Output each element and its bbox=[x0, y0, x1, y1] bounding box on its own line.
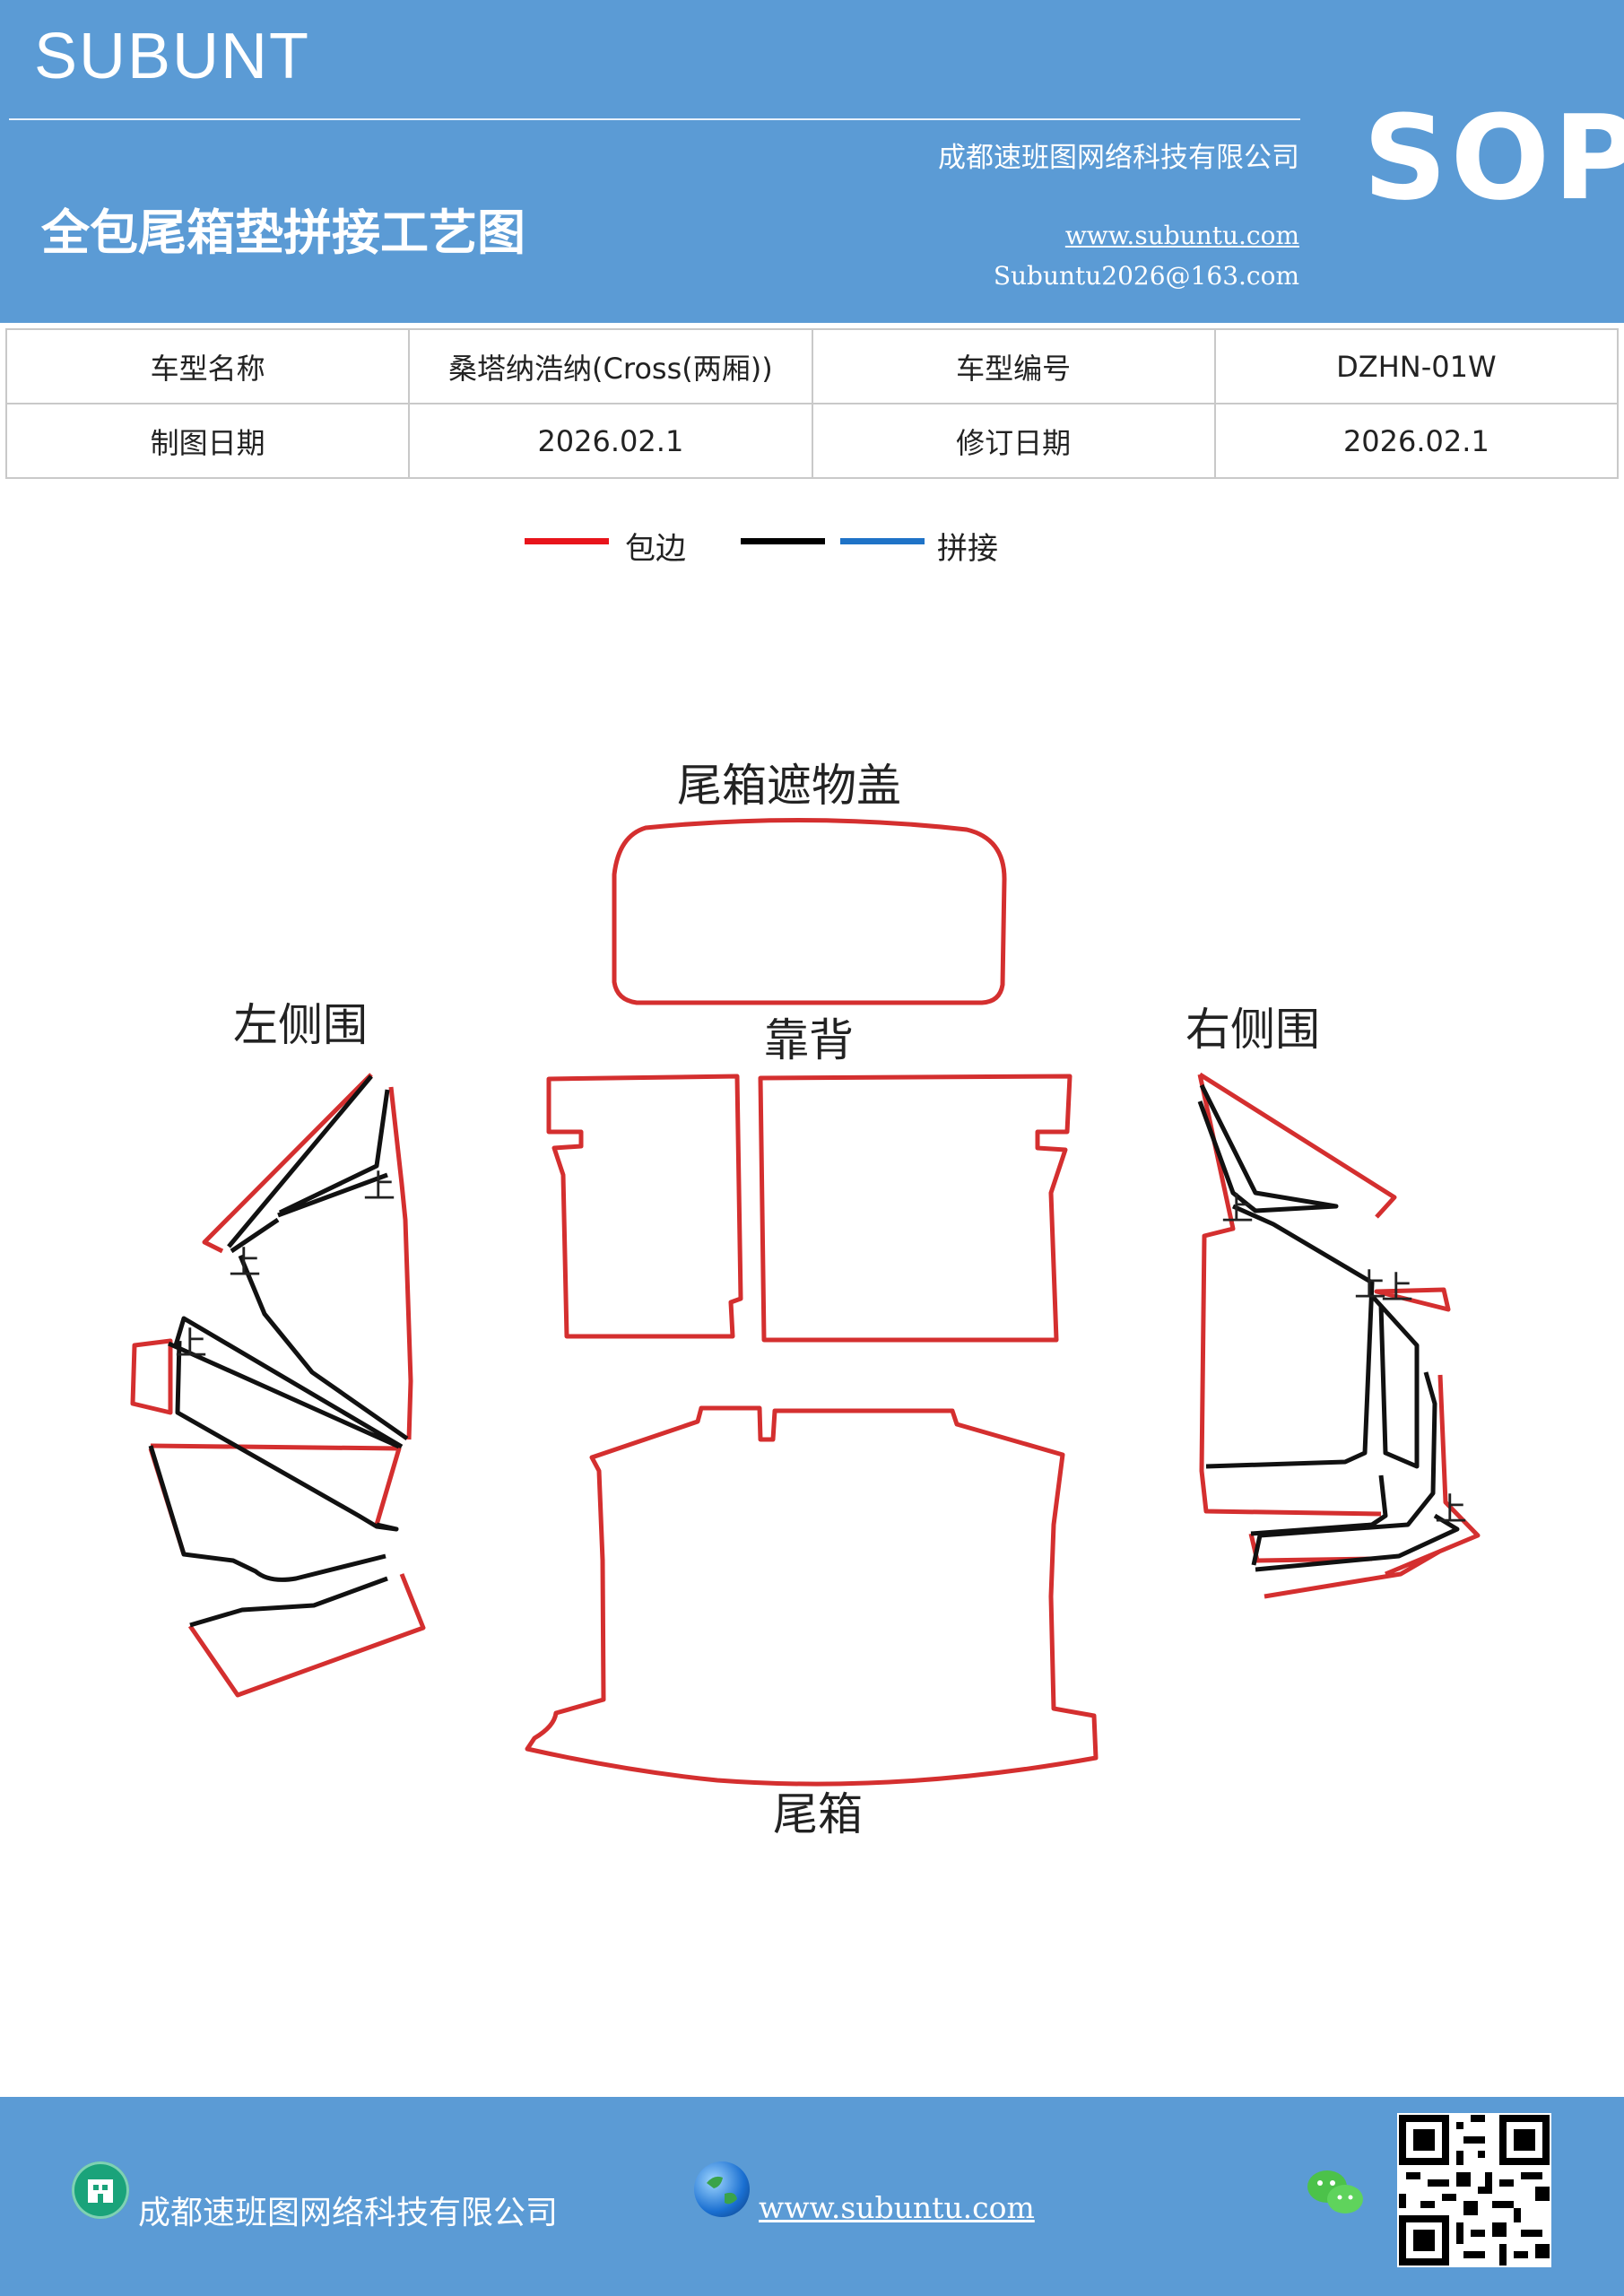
orientation-mark: 上 bbox=[1354, 1267, 1386, 1304]
header-divider bbox=[9, 118, 1300, 120]
header-email: Subuntu2026@163.com bbox=[993, 261, 1299, 291]
right-side-label: 右侧围 bbox=[1185, 1004, 1320, 1056]
legend-swatch-black bbox=[741, 538, 825, 544]
right-side-edge bbox=[1197, 1072, 1481, 1599]
table-cell: 车型编号 bbox=[811, 328, 1216, 404]
vehicle-info-table: 车型名称 桑塔纳浩纳(Cross(两厢)) 车型编号 DZHN-01W 制图日期… bbox=[4, 328, 1620, 479]
table-row: 制图日期 2026.02.1 修订日期 2026.02.1 bbox=[4, 403, 1620, 479]
wechat-icon[interactable] bbox=[1304, 2165, 1367, 2219]
table-cell: DZHN-01W bbox=[1213, 328, 1620, 404]
orientation-mark: 上 bbox=[229, 1245, 261, 1282]
trunk-mat-diagram: 上 上 上 上 上 上 上 尾箱遮物盖 靠背 左侧围 右侧围 尾箱 bbox=[130, 760, 1481, 1840]
trunk-floor-panel bbox=[525, 1405, 1099, 1787]
orientation-mark: 上 bbox=[1221, 1191, 1254, 1228]
table-cell: 制图日期 bbox=[4, 403, 411, 479]
building-icon bbox=[72, 2161, 129, 2219]
table-row: 车型名称 桑塔纳浩纳(Cross(两厢)) 车型编号 DZHN-01W bbox=[4, 328, 1620, 404]
header-company: 成都速班图网络科技有限公司 bbox=[938, 142, 1299, 174]
orientation-mark: 上 bbox=[175, 1326, 207, 1362]
header-banner: SUBUNT 成都速班图网络科技有限公司 全包尾箱垫拼接工艺图 www.subu… bbox=[0, 0, 1624, 323]
globe-icon bbox=[694, 2161, 750, 2217]
left-side-edge bbox=[130, 1073, 426, 1698]
legend-swatch-red bbox=[525, 538, 609, 544]
legend-label: 拼接 bbox=[937, 531, 998, 567]
right-side-seam bbox=[1197, 1083, 1460, 1572]
orientation-mark: 上 bbox=[1381, 1270, 1413, 1307]
cover-panel bbox=[612, 817, 1007, 1005]
footer-banner: 成都速班图网络科技有限公司 www.subuntu.com bbox=[0, 2097, 1624, 2296]
cover-label: 尾箱遮物盖 bbox=[677, 760, 901, 812]
orientation-mark: 上 bbox=[363, 1169, 395, 1205]
backrest-right-panel bbox=[758, 1074, 1073, 1343]
left-side-seam bbox=[148, 1074, 409, 1628]
table-cell: 2026.02.1 bbox=[1213, 403, 1620, 479]
left-side-label: 左侧围 bbox=[233, 999, 368, 1051]
legend-label: 包边 bbox=[625, 531, 686, 567]
up-marks: 上 上 上 上 上 上 上 bbox=[175, 1169, 1467, 1528]
table-cell: 修订日期 bbox=[811, 403, 1216, 479]
table-cell: 桑塔纳浩纳(Cross(两厢)) bbox=[408, 328, 813, 404]
table-cell: 2026.02.1 bbox=[408, 403, 813, 479]
qr-code[interactable] bbox=[1397, 2113, 1551, 2267]
backrest-left-panel bbox=[546, 1074, 743, 1339]
footer-company: 成都速班图网络科技有限公司 bbox=[138, 2195, 559, 2231]
header-website-link[interactable]: www.subuntu.com bbox=[1064, 221, 1299, 250]
sop-badge: SOP bbox=[1363, 90, 1624, 226]
legend-swatch-blue bbox=[840, 538, 925, 544]
orientation-mark: 上 bbox=[1435, 1492, 1467, 1528]
backrest-label: 靠背 bbox=[764, 1014, 854, 1066]
footer-website-link[interactable]: www.subuntu.com bbox=[759, 2190, 1035, 2225]
brand-name: SUBUNT bbox=[34, 21, 311, 92]
document-title: 全包尾箱垫拼接工艺图 bbox=[41, 204, 525, 261]
table-cell: 车型名称 bbox=[4, 328, 411, 404]
legend: 包边 拼接 bbox=[0, 524, 1624, 578]
trunk-label: 尾箱 bbox=[773, 1788, 863, 1840]
